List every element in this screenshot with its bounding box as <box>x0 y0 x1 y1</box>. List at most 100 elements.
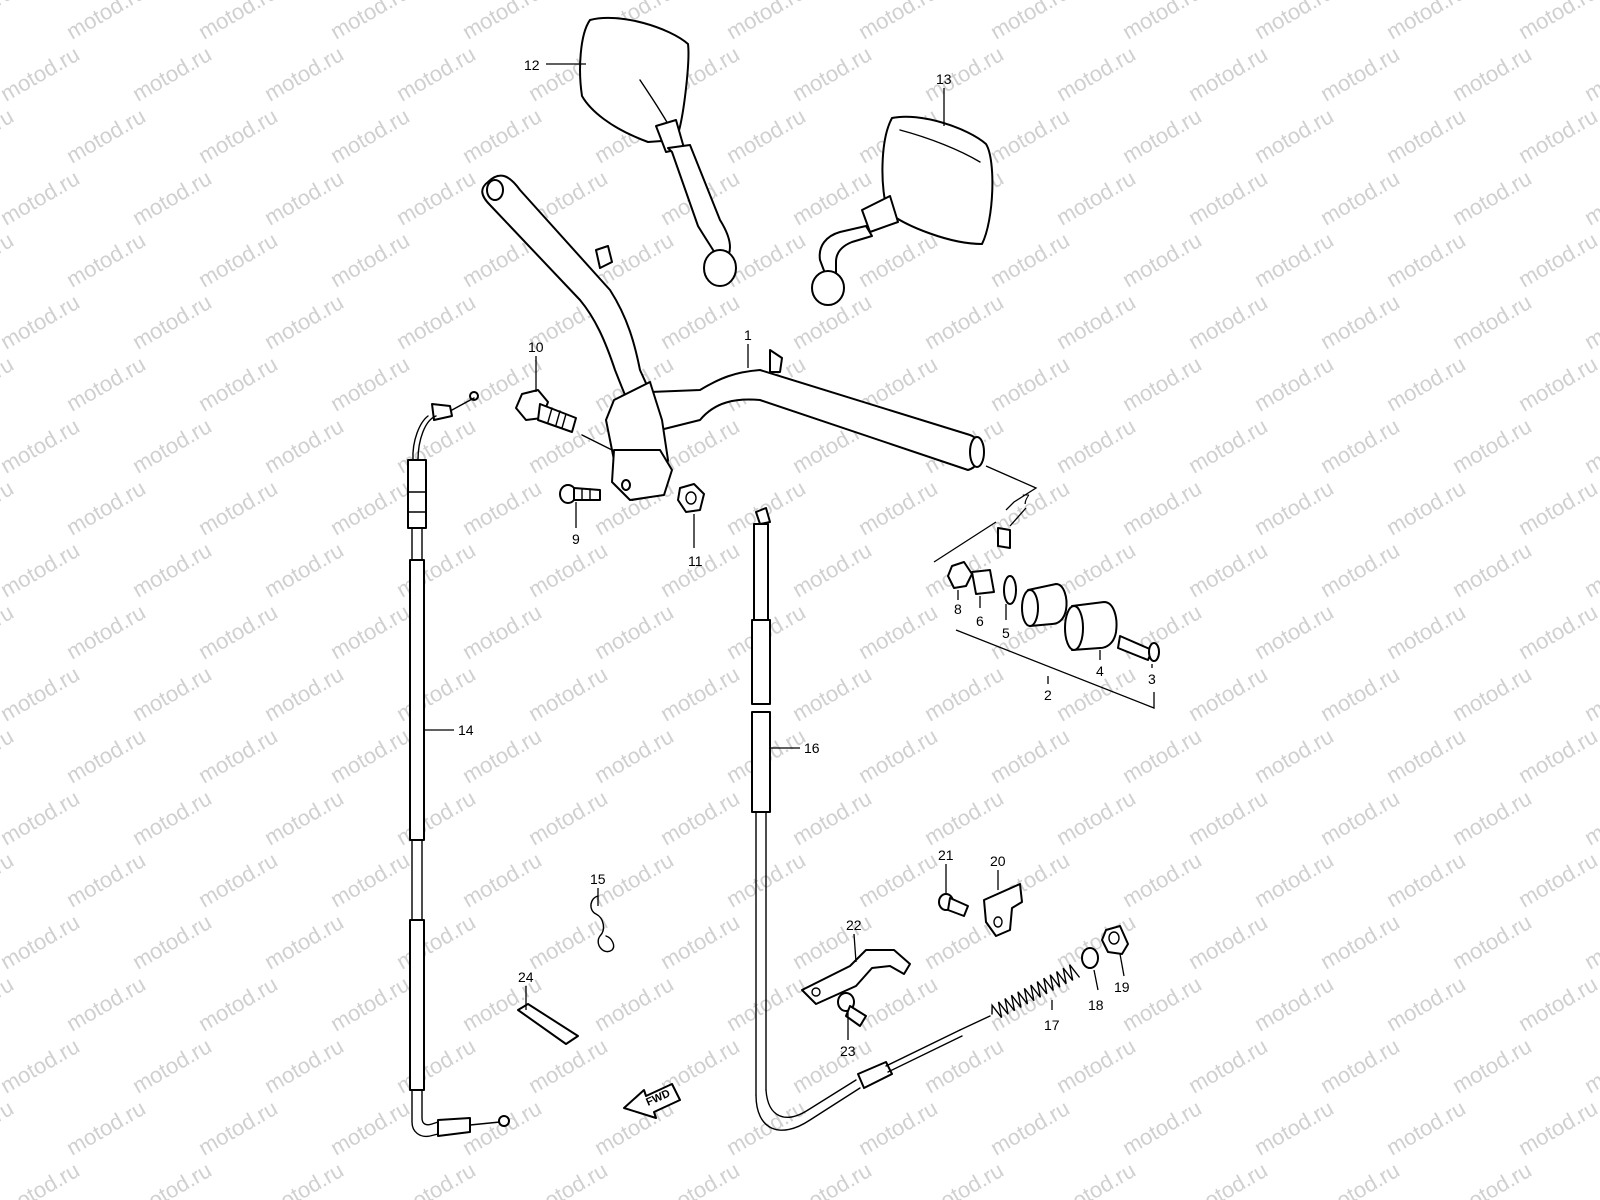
watermark-text: motod.ru <box>1448 413 1536 478</box>
watermark-text: motod.ru <box>194 599 282 664</box>
watermark-text: motod.ru <box>1052 289 1140 354</box>
watermark-text: motod.ru <box>0 1095 18 1160</box>
watermark-text: motod.ru <box>854 971 942 1036</box>
watermark-text: motod.ru <box>1316 41 1404 106</box>
watermark-text: motod.ru <box>1184 661 1272 726</box>
watermark-text: motod.ru <box>1514 351 1600 416</box>
watermark-text: motod.ru <box>0 909 84 974</box>
watermark-text: motod.ru <box>0 41 84 106</box>
watermark-text: motod.ru <box>1580 661 1600 726</box>
watermark-text: motod.ru <box>1184 909 1272 974</box>
watermark-text: motod.ru <box>1118 227 1206 292</box>
watermark-text: motod.ru <box>1250 351 1338 416</box>
watermark-text: motod.ru <box>1316 289 1404 354</box>
watermark-text: motod.ru <box>1382 0 1470 44</box>
callout-13: 13 <box>936 71 952 87</box>
watermark-text: motod.ru <box>1052 41 1140 106</box>
callout-11: 11 <box>688 553 703 569</box>
watermark-text: motod.ru <box>1250 103 1338 168</box>
brake-cable <box>751 507 991 1131</box>
watermark-text: motod.ru <box>1514 0 1600 44</box>
watermark-text: motod.ru <box>392 41 480 106</box>
callout-2: 2 <box>1044 687 1052 703</box>
watermark-text: motod.ru <box>1316 1157 1404 1200</box>
watermark-text: motod.ru <box>194 103 282 168</box>
watermark-text: motod.ru <box>920 1157 1008 1200</box>
watermark-text: motod.ru <box>1448 785 1536 850</box>
watermark-text: motod.ru <box>392 1157 480 1200</box>
watermark-text: motod.ru <box>986 227 1074 292</box>
watermark-text: motod.ru <box>326 723 414 788</box>
watermark-text: motod.ru <box>590 599 678 664</box>
watermark-text: motod.ru <box>1448 289 1536 354</box>
watermark-text: motod.ru <box>1448 1157 1536 1200</box>
callout-22: 22 <box>846 917 862 933</box>
watermark-text: motod.ru <box>0 351 18 416</box>
watermark-text: motod.ru <box>1448 41 1536 106</box>
watermark-text: motod.ru <box>458 0 546 44</box>
watermark-text: motod.ru <box>1316 165 1404 230</box>
watermark-text: motod.ru <box>1052 413 1140 478</box>
watermark-text: motod.ru <box>1118 475 1206 540</box>
callout-3: 3 <box>1148 671 1156 687</box>
watermark-text: motod.ru <box>656 537 744 602</box>
watermark-text: motod.ru <box>854 847 942 912</box>
watermark-text: motod.ru <box>722 0 810 44</box>
callout-10: 10 <box>528 339 544 355</box>
watermark-text: motod.ru <box>392 165 480 230</box>
watermark-text: motod.ru <box>458 599 546 664</box>
watermark-text: motod.ru <box>986 723 1074 788</box>
watermark-text: motod.ru <box>1514 847 1600 912</box>
watermark-text: motod.ru <box>326 847 414 912</box>
watermark-text: motod.ru <box>0 1157 84 1200</box>
watermark-text: motod.ru <box>1382 227 1470 292</box>
adjuster-19 <box>1101 925 1129 955</box>
watermark-text: motod.ru <box>1382 475 1470 540</box>
watermark-text: motod.ru <box>1580 537 1600 602</box>
watermark-text: motod.ru <box>260 289 348 354</box>
callout-6: 6 <box>976 613 984 629</box>
watermark-text: motod.ru <box>194 351 282 416</box>
watermark-text: motod.ru <box>1184 41 1272 106</box>
watermark-text: motod.ru <box>656 785 744 850</box>
watermark-text: motod.ru <box>854 0 942 44</box>
watermark-text: motod.ru <box>1448 165 1536 230</box>
watermark-text: motod.ru <box>0 1033 84 1098</box>
watermark-text: motod.ru <box>62 103 150 168</box>
watermark-text: motod.ru <box>854 723 942 788</box>
watermark-text: motod.ru <box>1580 41 1600 106</box>
watermark-text: motod.ru <box>392 909 480 974</box>
watermark-text: motod.ru <box>788 165 876 230</box>
watermark-text: motod.ru <box>128 1033 216 1098</box>
watermark-text: motod.ru <box>260 1157 348 1200</box>
left-mirror <box>579 16 737 287</box>
watermark-text: motod.ru <box>1580 413 1600 478</box>
watermark-text: motod.ru <box>128 413 216 478</box>
watermark-text: motod.ru <box>128 661 216 726</box>
bracket-22 <box>801 949 911 1005</box>
watermark-text: motod.ru <box>458 103 546 168</box>
watermark-text: motod.ru <box>1514 723 1600 788</box>
watermark-text: motod.ru <box>1118 971 1206 1036</box>
bracket-20 <box>983 883 1023 937</box>
watermark-text: motod.ru <box>260 1033 348 1098</box>
watermark-text: motod.ru <box>392 537 480 602</box>
watermark-text: motod.ru <box>1448 1033 1536 1098</box>
watermark-text: motod.ru <box>260 785 348 850</box>
watermark-text: motod.ru <box>62 227 150 292</box>
watermark-text: motod.ru <box>1382 351 1470 416</box>
bolt-10 <box>515 389 577 433</box>
watermark-text: motod.ru <box>1250 599 1338 664</box>
watermark-text: motod.ru <box>854 599 942 664</box>
fwd-direction-marker: FWD <box>623 1083 681 1119</box>
watermark-text: motod.ru <box>0 165 84 230</box>
watermark-text: motod.ru <box>1382 1095 1470 1160</box>
watermark-text: motod.ru <box>62 1095 150 1160</box>
watermark-text: motod.ru <box>986 1095 1074 1160</box>
watermark-text: motod.ru <box>1118 599 1206 664</box>
callout-19: 19 <box>1114 979 1130 995</box>
watermark-text: motod.ru <box>1382 723 1470 788</box>
watermark-text: motod.ru <box>986 103 1074 168</box>
watermark-text: motod.ru <box>194 0 282 44</box>
